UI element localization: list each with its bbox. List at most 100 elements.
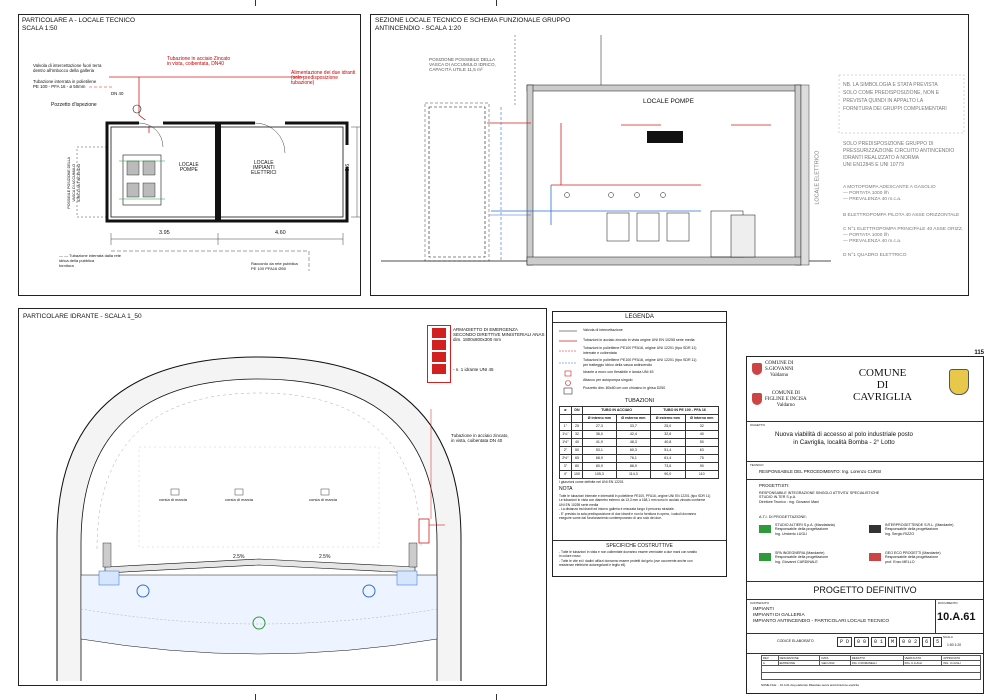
note-line: - E' previsto la sola predisposizione di…: [559, 511, 697, 516]
slope-right: 2.5%: [319, 554, 331, 560]
legend-title: LEGENDA: [553, 312, 726, 323]
dim-height: 3.6: [345, 163, 352, 172]
tank-note: POSSIBILE POSIZIONE DELLA VASCA DI ACCUM…: [67, 156, 82, 209]
codice-box: M: [888, 637, 898, 647]
nota-lines: Tutte le tubazioni interrate e interrabi…: [559, 494, 721, 520]
comune-cavriglia: COMUNE DI CAVRIGLIA: [853, 367, 913, 403]
table-cell: 2½": [559, 454, 572, 463]
table-cell: 61,4: [650, 454, 686, 463]
content-small: CONTENUTO: [750, 601, 769, 605]
table-cell: 3": [559, 462, 572, 471]
lane-label-2: corsia di marcia: [225, 497, 254, 502]
table-cell: 50: [684, 438, 720, 447]
project-title: Nuova viabilità di accesso al polo indus…: [775, 431, 913, 446]
table-cell: 63: [684, 446, 720, 455]
section-room-label: LOCALE POMPE: [643, 98, 694, 105]
legend-left: — — Tubazione interrata dalla rete idric…: [59, 253, 122, 269]
panel-locale-tecnico: PARTICOLARE A - LOCALE TECNICO SCALA 1:5…: [18, 14, 361, 296]
table-cell: 1½": [559, 438, 572, 447]
label-pipe-zinc: Tubazione in acciaio Zincato in vista, c…: [167, 56, 231, 68]
tub-s-3: Ø esterno mm: [615, 414, 652, 423]
legend-panel: LEGENDA Valvola di intercettazione Tubaz…: [552, 311, 727, 577]
note-line: resistenze elettriche autoregolanti e te…: [559, 563, 627, 568]
table-cell: 2": [559, 446, 572, 455]
section-item-a: A MOTOPOMPA ADESCANTE A GASOLIO — PORTAT…: [843, 185, 936, 202]
firm-1: STUDIO ALTIERI S.p.A. (Mandataria) Respo…: [775, 523, 835, 536]
table-cell: 80: [570, 462, 584, 471]
table-cell: 1¼": [559, 430, 572, 439]
table-cell: 32,6: [650, 430, 686, 439]
section-note-2: SOLO PREDISPOSIZIONE GRUPPO DI PRESSURIZ…: [843, 141, 955, 168]
legend-item-pozzetto: Pozzetto dim. 80x80 cm con chiusino in g…: [583, 386, 666, 390]
table-cell: 27,3: [582, 422, 617, 431]
table-cell: 73,6: [650, 462, 686, 471]
doc-code: 10.A.61: [937, 611, 976, 623]
spec-lines: - Tutte le tubazioni in vista e non coib…: [559, 550, 721, 568]
codice-box: 0 1: [871, 637, 887, 647]
plan-drawing: [76, 76, 360, 271]
tub-s-1: [570, 414, 584, 423]
tubazioni-title: TUBAZIONI: [624, 398, 655, 404]
firm-logo-icon-2: [869, 525, 881, 533]
scale-label: SCALA: [943, 635, 953, 639]
comune-sgiovanni: COMUNE DI S.GIOVANNI Valdarno: [765, 361, 794, 378]
table-cell: 40,8: [650, 438, 686, 447]
table-cell: 114,3: [615, 470, 652, 479]
phone-icon: [432, 352, 446, 362]
tub-h-1: DN: [570, 406, 584, 415]
table-cell: 110: [684, 470, 720, 479]
nota-title: NOTA: [559, 486, 573, 492]
firm-logo-icon-4: [869, 553, 881, 561]
section-note-1: NB. LA SIMBOLOGIA E STATA PREVISTA SOLO …: [843, 82, 947, 112]
legend-item-pe-b: Tubazioni in polietilene PE100 PFA16, or…: [583, 358, 697, 368]
table-cell: 42,4: [615, 430, 652, 439]
ati: A.T.I. DI PROGETTAZIONE:: [759, 515, 807, 519]
content: IMPIANTI IMPIANTI DI GALLERIA IMPIANTO A…: [753, 607, 890, 624]
codice-box: 0 0: [854, 637, 870, 647]
legend-symbols: [559, 330, 577, 395]
label-dn40: DN 40: [111, 91, 124, 96]
legend-item-pe-a: Tubazioni in polietilene PE100 PFA16, or…: [583, 346, 697, 356]
progettisti: PROGETTISTI:: [759, 483, 790, 488]
table-cell: 90: [684, 462, 720, 471]
legend-item-attacco: Attacco per autopompa singolo: [583, 378, 633, 382]
tb-divider-5: [747, 599, 983, 600]
cabinet-note: ARMADIETTO DI EMERGENZA SECONDO DIRETTIV…: [453, 327, 545, 343]
section-item-d: D N°1 QUADRO ELETTRICO: [843, 253, 907, 258]
cabinet-symbols: [427, 325, 451, 383]
note-line: - La distanza tra idranti ed intorno gal…: [559, 507, 675, 512]
firm-2: INTERPROGETTENDE S.R.L. (Mandante) Respo…: [885, 523, 954, 536]
tub-h-0: ø: [559, 406, 572, 415]
tub-s-2: Ø interno mm: [582, 414, 617, 423]
legend-item-steel: Tubazioni in acciaio zincato in vista or…: [583, 338, 695, 342]
section-item-b: B ELETTROPOMPA PILOTA 40 ASSE ORIZZONTAL…: [843, 213, 960, 218]
firm-logo-icon-3: [759, 553, 771, 561]
table-cell: 75: [684, 454, 720, 463]
table-cell: 90,0: [650, 470, 686, 479]
lane-label-3: corsia di marcia: [309, 497, 338, 502]
note-line: Le tubazioni in vista con diametro ester…: [559, 498, 706, 503]
tub-s-5: Ø interno mm: [684, 414, 720, 423]
label-room-pumps: LOCALE POMPE: [179, 162, 199, 174]
tb-divider-6: [747, 633, 983, 634]
tub-s-0: [559, 414, 572, 423]
table-cell: 40: [684, 430, 720, 439]
codice-label: CODICE ELABORATO: [777, 639, 814, 643]
firm-3: SPA INGEGNERIA (Mandante) Responsabile d…: [775, 551, 829, 564]
table-cell: 53,1: [582, 446, 617, 455]
table-cell: 51,4: [650, 446, 686, 455]
dim-right: 4.60: [275, 230, 286, 236]
oggetto-small: OGGETTO: [750, 423, 765, 427]
table-cell: 65: [570, 454, 584, 463]
table-cell: 50: [570, 446, 584, 455]
codice-box: 5: [933, 637, 943, 647]
codice-box: 6: [922, 637, 932, 647]
frame-tick-top: [255, 0, 256, 6]
note-line: - Tutte le vite ed i dadini utilizzi dov…: [559, 558, 693, 563]
table-cell: 48,3: [615, 438, 652, 447]
